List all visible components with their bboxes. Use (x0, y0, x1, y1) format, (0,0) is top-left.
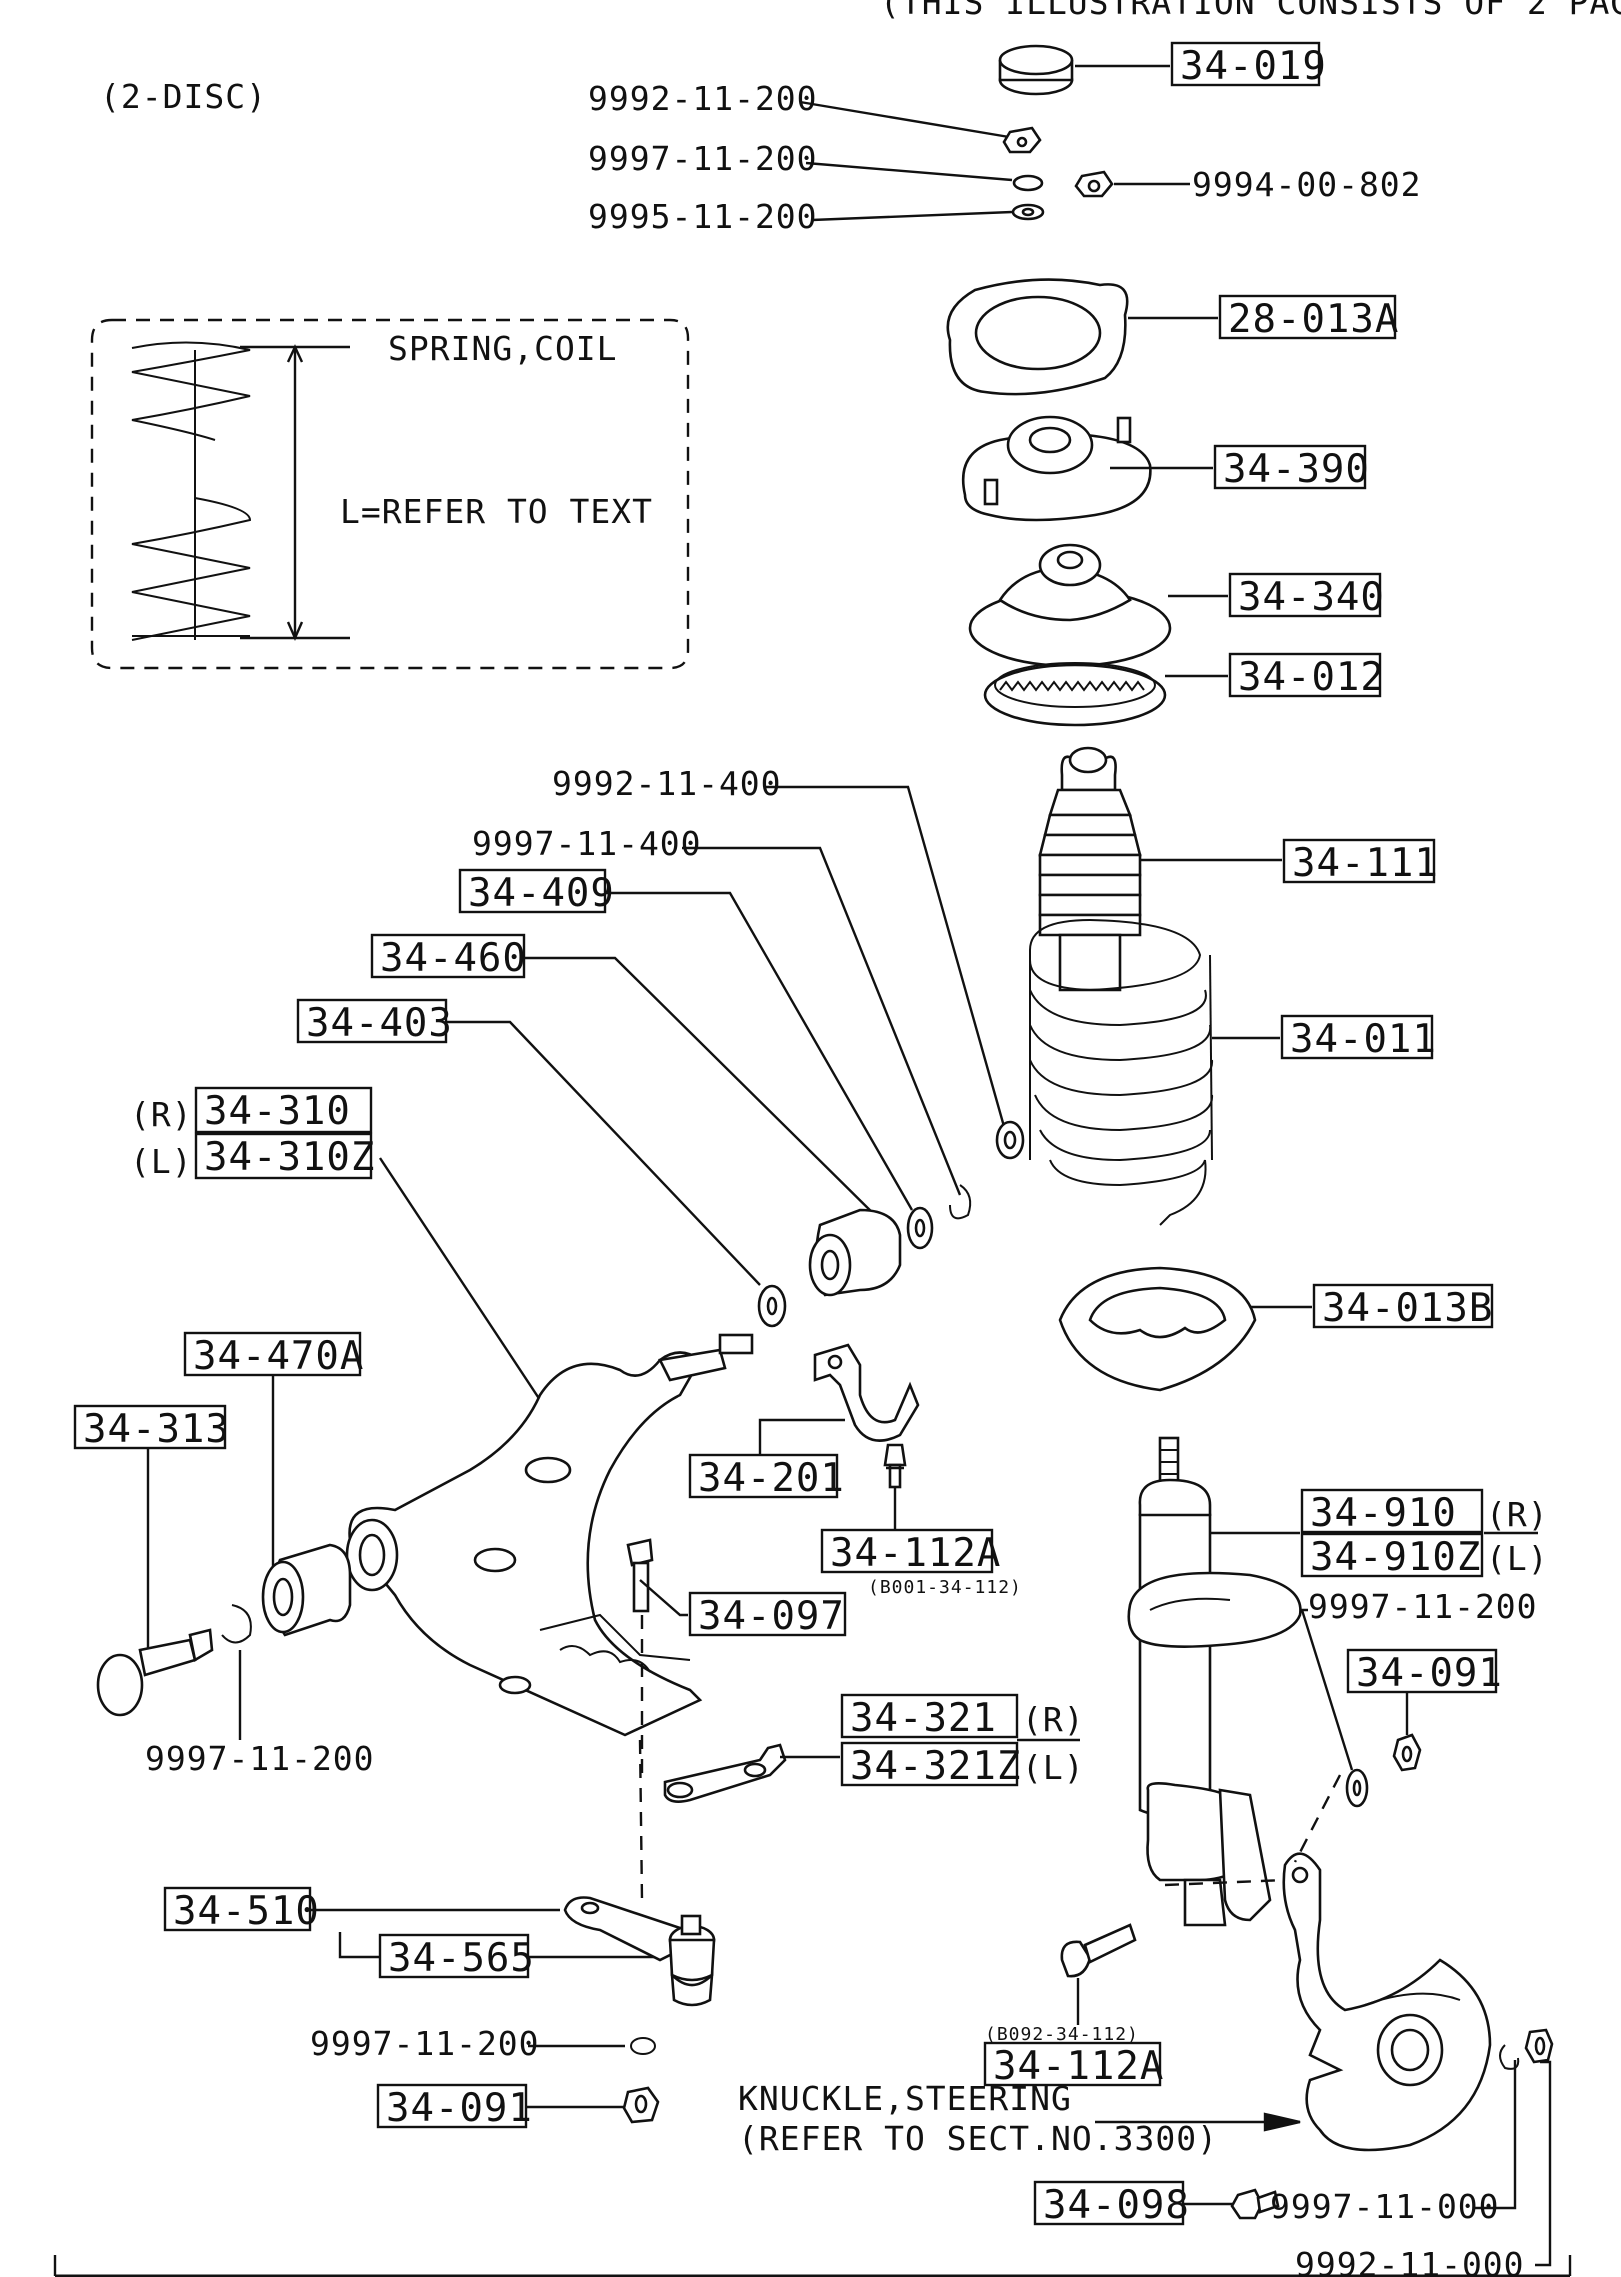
label-34-112A-low: 34-112A (993, 2044, 1164, 2089)
label-9994-00-802: 9994-00-802 (1192, 165, 1422, 204)
label-34-910-side: (R) (1486, 1495, 1549, 1534)
washer-icon (757, 1284, 787, 1328)
label-28-013A: 28-013A (1228, 297, 1399, 342)
label-9992-11-200-top: 9992-11-200 (588, 79, 818, 118)
strut-mount-icon (961, 415, 1152, 522)
label-34-460: 34-460 (380, 936, 527, 981)
tie-plate-icon (663, 1743, 787, 1803)
knuckle-ref: (REFER TO SECT.NO.3300) (738, 2119, 1218, 2158)
label-34-470A: 34-470A (193, 1334, 364, 1379)
bolt-icon (1230, 2188, 1280, 2220)
lower-control-arm-icon (345, 1333, 754, 1737)
label-34-112A-low-ref: (B092-34-112) (985, 2024, 1139, 2045)
lower-spring-seat-icon (1058, 1266, 1257, 1392)
label-34-313: 34-313 (83, 1407, 230, 1452)
spring-inset: SPRING,COIL L=REFER TO TEXT (90, 318, 690, 670)
label-34-340: 34-340 (1238, 575, 1385, 620)
washer-icon (1011, 203, 1045, 221)
coil-spring-icon (1029, 918, 1214, 1226)
label-34-310-side: (R) (130, 1095, 193, 1134)
flange-nut-icon (1074, 170, 1114, 198)
bump-stop-boot-icon (1038, 746, 1142, 992)
lock-washer-icon (1012, 174, 1044, 192)
bolt-icon (626, 1538, 654, 1613)
label-34-098: 34-098 (1043, 2183, 1190, 2228)
spring-coil-icon (131, 341, 252, 641)
label-34-091-bottom: 34-091 (386, 2086, 533, 2131)
stabilizer-bracket-icon (813, 1343, 920, 1442)
label-34-403: 34-403 (306, 1001, 453, 1046)
steering-knuckle-icon (1282, 1852, 1492, 2152)
label-34-510: 34-510 (173, 1889, 320, 1934)
label-34-390: 34-390 (1223, 447, 1370, 492)
label-34-321Z-side: (L) (1022, 1748, 1085, 1787)
lock-washer-icon (221, 1604, 252, 1644)
label-34-091-right: 34-091 (1356, 1651, 1503, 1696)
label-9997-11-400: 9997-11-400 (472, 824, 702, 863)
label-34-910: 34-910 (1310, 1491, 1457, 1536)
lock-washer-icon (630, 2037, 656, 2055)
nut-icon (622, 2086, 660, 2124)
label-34-565: 34-565 (388, 1936, 535, 1981)
label-34-321: 34-321 (850, 1696, 997, 1741)
label-9992-11-400: 9992-11-400 (552, 764, 782, 803)
ball-joint-icon (563, 1896, 716, 2007)
label-34-321-side: (R) (1022, 1700, 1085, 1739)
label-34-011: 34-011 (1290, 1017, 1437, 1062)
lock-washer-icon (1499, 2044, 1520, 2070)
label-34-111: 34-111 (1292, 841, 1439, 886)
bushing-icon (808, 1208, 902, 1297)
shock-absorber-icon (1127, 1436, 1302, 1927)
bolt-icon (883, 1443, 907, 1489)
gasket-icon (946, 278, 1129, 396)
knuckle-label: KNUCKLE,STEERING (738, 2079, 1072, 2118)
bolt-icon (1060, 1923, 1137, 1978)
lock-washer-icon (949, 1184, 972, 1220)
bolt-icon (96, 1628, 214, 1717)
label-34-910Z-side: (L) (1486, 1539, 1549, 1578)
bushing-icon (261, 1543, 352, 1637)
label-34-019: 34-019 (1180, 44, 1327, 89)
washer-icon (906, 1206, 934, 1250)
label-9997-11-200-bottom: 9997-11-200 (310, 2024, 540, 2063)
label-34-310Z: 34-310Z (204, 1135, 375, 1180)
nut-icon (1524, 2028, 1554, 2064)
label-34-112A-mid-ref: (B001-34-112) (868, 1577, 1022, 1598)
length-note: L=REFER TO TEXT (340, 492, 653, 531)
spring-coil-label: SPRING,COIL (388, 329, 618, 368)
label-34-310Z-side: (L) (130, 1142, 193, 1181)
label-34-097: 34-097 (698, 1594, 845, 1639)
washer-icon (1345, 1768, 1369, 1808)
label-34-910Z: 34-910Z (1310, 1535, 1481, 1580)
label-34-112A-mid: 34-112A (830, 1531, 1001, 1576)
label-9997-11-000: 9997-11-000 (1270, 2187, 1500, 2226)
label-9992-11-000: 9992-11-000 (1295, 2245, 1525, 2277)
label-9997-11-200-left: 9997-11-200 (145, 1739, 375, 1778)
label-34-201: 34-201 (698, 1456, 845, 1501)
spring-seat-icon (968, 543, 1172, 668)
pages-note: (THIS ILLUSTRATION CONSISTS OF 2 PAGES) (880, 0, 1621, 22)
variant-label: (2-DISC) (100, 77, 267, 116)
label-34-012: 34-012 (1238, 655, 1385, 700)
cap-icon (998, 44, 1074, 96)
label-34-321Z: 34-321Z (850, 1744, 1021, 1789)
label-9995-11-200: 9995-11-200 (588, 197, 818, 236)
label-34-409: 34-409 (468, 871, 615, 916)
label-9997-11-200-top: 9997-11-200 (588, 139, 818, 178)
nut-icon (1002, 126, 1042, 154)
nut-icon (995, 1120, 1025, 1160)
rubber-seat-icon (983, 662, 1167, 727)
nut-icon (1392, 1733, 1422, 1772)
label-9997-11-200-right: 9997-11-200 (1308, 1587, 1538, 1626)
label-34-013B: 34-013B (1322, 1286, 1493, 1331)
label-34-310: 34-310 (204, 1089, 351, 1134)
